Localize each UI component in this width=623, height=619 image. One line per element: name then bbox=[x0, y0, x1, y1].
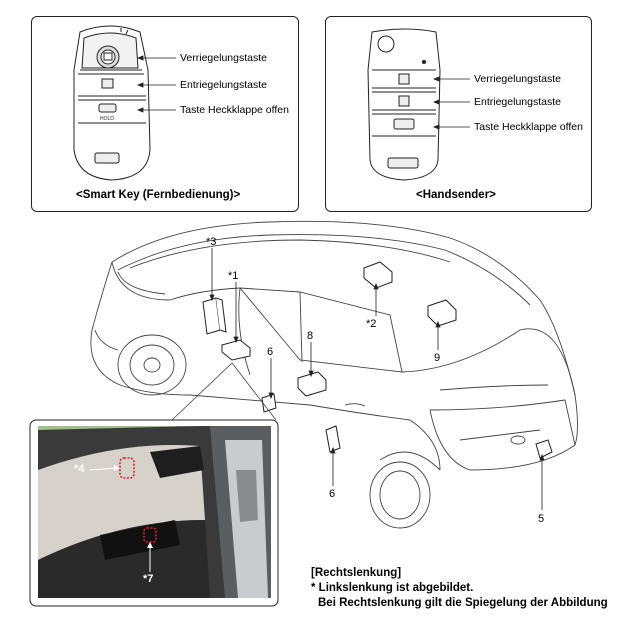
smart-key-tailgate-label: Taste Heckklappe offen bbox=[180, 104, 289, 116]
callout-6-lower: 6 bbox=[329, 488, 336, 500]
smart-key-leaders bbox=[136, 55, 176, 113]
callout-3: *3 bbox=[206, 236, 217, 248]
callout-6-upper: 6 bbox=[267, 346, 274, 358]
callout-2: *2 bbox=[366, 318, 377, 330]
handsender-unlock-label: Entriegelungstaste bbox=[474, 96, 561, 108]
callout-4: *4 bbox=[74, 463, 85, 475]
callout-7: *7 bbox=[143, 573, 154, 585]
note-title: [Rechtslenkung] bbox=[311, 567, 402, 579]
smart-key-lock-label: Verriegelungstaste bbox=[180, 52, 267, 64]
smart-key-illustration bbox=[73, 25, 151, 181]
smart-key-caption: <Smart Key (Fernbedienung)> bbox=[76, 189, 241, 201]
note-line-1: * Linkslenkung ist abgebildet. bbox=[311, 582, 474, 594]
smart-key-unlock-label: Entriegelungstaste bbox=[180, 79, 267, 91]
handsender-leaders bbox=[432, 76, 470, 130]
callout-9: 9 bbox=[434, 352, 441, 364]
handsender-caption: <Handsender> bbox=[416, 189, 496, 201]
callout-5: 5 bbox=[538, 513, 545, 525]
handsender-illustration bbox=[367, 28, 441, 181]
note-line-2: Bei Rechtslenkung gilt die Spiegelung de… bbox=[318, 597, 608, 609]
hold-text: HOLD bbox=[100, 116, 114, 122]
door-photo-inset bbox=[29, 419, 279, 607]
callout-8: 8 bbox=[307, 330, 314, 342]
handsender-lock-label: Verriegelungstaste bbox=[474, 73, 561, 85]
callout-leaders bbox=[209, 248, 545, 510]
module-blocks bbox=[202, 261, 553, 459]
callout-1: *1 bbox=[228, 270, 239, 282]
handsender-tailgate-label: Taste Heckklappe offen bbox=[474, 121, 583, 133]
car-illustration bbox=[90, 220, 578, 529]
zoom-connector bbox=[171, 362, 277, 421]
